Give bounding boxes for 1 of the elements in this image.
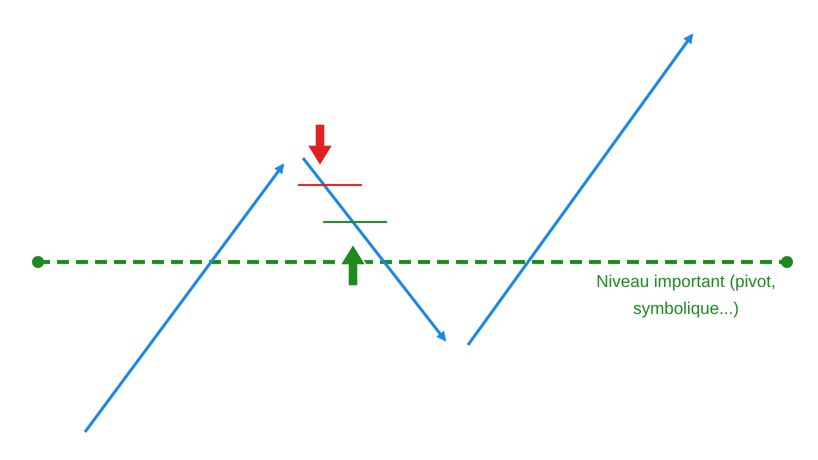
level-note: Niveau important (pivot, symbolique...) — [595, 271, 777, 320]
